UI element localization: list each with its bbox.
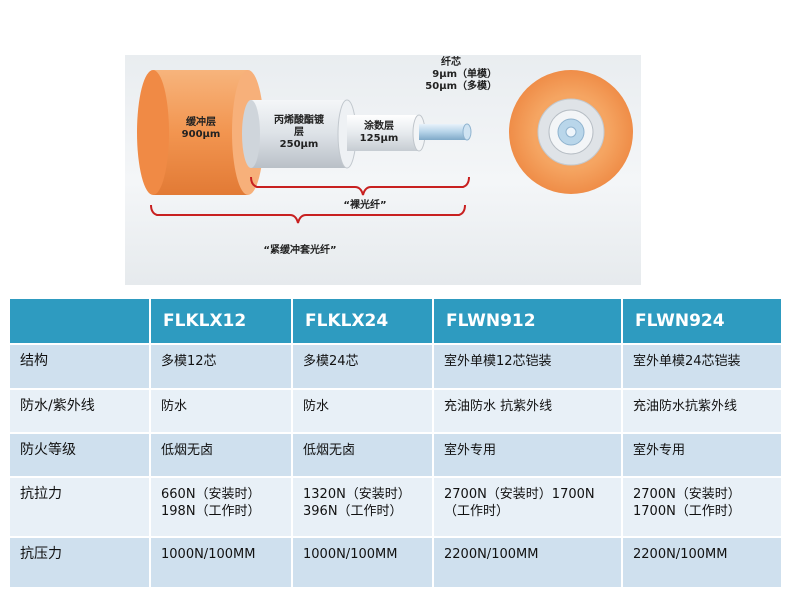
buffer-layer-back xyxy=(137,70,169,195)
fiber-cross-section-diagram: 缓冲层 900μm 丙烯酸酯镀 层 250μm 涂数层 125μm 纤芯 9μm… xyxy=(125,55,641,285)
table-cell: 1000N/100MM xyxy=(149,536,292,587)
acrylate-label: 丙烯酸酯镀 层 250μm xyxy=(274,115,324,150)
row-label: 防火等级 xyxy=(10,432,150,477)
table-cell: 多模12芯 xyxy=(149,343,292,389)
core-body xyxy=(419,124,467,140)
row-label: 抗拉力 xyxy=(10,476,150,537)
bare-fiber-bracket xyxy=(250,176,470,196)
table-cell: 2700N（安装时）1700N （工作时） xyxy=(432,476,622,537)
row-label: 抗压力 xyxy=(10,536,150,587)
table-row: 防火等级 低烟无卤 低烟无卤 室外专用 室外专用 xyxy=(10,432,781,477)
row-label: 结构 xyxy=(10,343,150,389)
table-cell: 1000N/100MM xyxy=(291,536,433,587)
table-cell: 室外单模24芯铠装 xyxy=(621,343,781,389)
table-row: 防水/紫外线 防水 防水 充油防水 抗紫外线 充油防水抗紫外线 xyxy=(10,388,781,433)
table-row: 抗压力 1000N/100MM 1000N/100MM 2200N/100MM … xyxy=(10,536,781,587)
acrylate-layer-back xyxy=(242,100,260,168)
table-cell: 多模24芯 xyxy=(291,343,433,389)
cross-section-core xyxy=(565,126,577,138)
table-cell: 660N（安装时） 198N（工作时） xyxy=(149,476,292,537)
coating-label: 涂数层 125μm xyxy=(359,121,399,144)
coating-layer-body xyxy=(347,115,419,151)
table-cell: 低烟无卤 xyxy=(291,432,433,477)
header-cell-flwn924: FLWN924 xyxy=(621,299,781,344)
table-cell: 1320N（安装时） 396N（工作时） xyxy=(291,476,433,537)
table-cell: 室外专用 xyxy=(621,432,781,477)
fiber-layers-graphic xyxy=(137,70,633,224)
tight-buffer-bracket xyxy=(150,204,466,224)
table-cell: 2200N/100MM xyxy=(432,536,622,587)
header-cell-flwn912: FLWN912 xyxy=(432,299,622,344)
buffer-label: 缓冲层 900μm xyxy=(181,117,221,140)
table-header-row: FLKLX12 FLKLX24 FLWN912 FLWN924 xyxy=(10,299,781,344)
table-cell: 2200N/100MM xyxy=(621,536,781,587)
table-cell: 充油防水 抗紫外线 xyxy=(432,388,622,433)
spec-table: FLKLX12 FLKLX24 FLWN912 FLWN924 结构 多模12芯… xyxy=(10,299,781,587)
table-cell: 室外专用 xyxy=(432,432,622,477)
header-cell-flklx24: FLKLX24 xyxy=(291,299,433,344)
header-cell-blank xyxy=(10,299,150,344)
table-cell: 防水 xyxy=(149,388,292,433)
acrylate-layer-body xyxy=(251,100,347,168)
bare-fiber-label: “裸光纤” xyxy=(343,200,387,211)
core-face xyxy=(462,123,472,141)
table-cell: 防水 xyxy=(291,388,433,433)
table-cell: 2700N（安装时） 1700N（工作时） xyxy=(621,476,781,537)
row-label: 防水/紫外线 xyxy=(10,388,150,433)
table-cell: 充油防水抗紫外线 xyxy=(621,388,781,433)
table-cell: 室外单模12芯铠装 xyxy=(432,343,622,389)
table-row: 结构 多模12芯 多模24芯 室外单模12芯铠装 室外单模24芯铠装 xyxy=(10,343,781,389)
tight-buffer-label: “紧缓冲套光纤” xyxy=(263,245,337,256)
table-row: 抗拉力 660N（安装时） 198N（工作时） 1320N（安装时） 396N（… xyxy=(10,476,781,537)
table-cell: 低烟无卤 xyxy=(149,432,292,477)
header-cell-flklx12: FLKLX12 xyxy=(149,299,292,344)
core-label: 纤芯 9μm（单模） 50μm（多模） xyxy=(425,57,497,92)
